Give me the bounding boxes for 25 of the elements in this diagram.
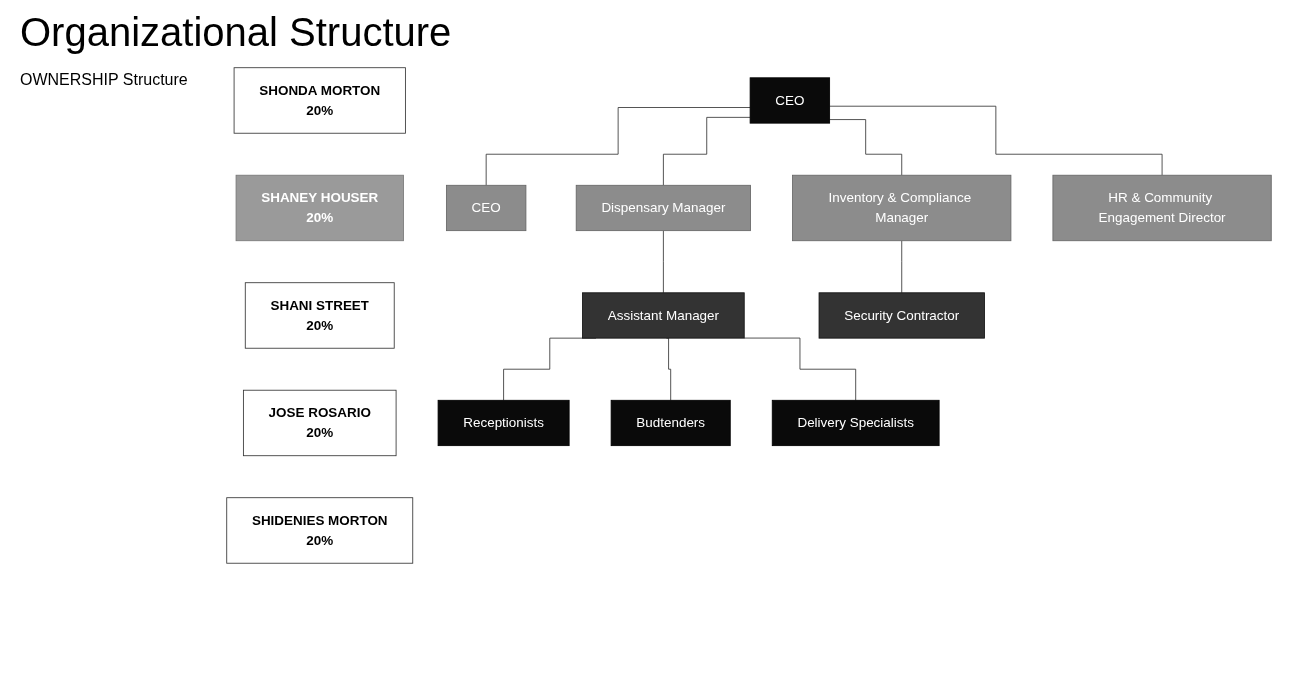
node-box: CEO: [749, 77, 831, 124]
node-box: Budtenders: [610, 399, 731, 447]
node-box: Security Contractor: [818, 292, 985, 339]
node-box: SHIDENIES MORTON 20%: [226, 497, 414, 564]
node-box: SHANI STREET 20%: [244, 282, 395, 349]
connector: [901, 240, 903, 294]
node-box: Assistant Manager: [582, 292, 745, 339]
connector: [829, 119, 903, 176]
node-box: JOSE ROSARIO 20%: [243, 389, 397, 457]
node-box: Delivery Specialists: [771, 399, 940, 447]
node-box: Receptionists: [437, 399, 570, 447]
heading-note: OWNERSHIP Structure: [20, 71, 189, 89]
connector: [662, 230, 664, 294]
node-box: Inventory & Compliance Manager: [792, 174, 1012, 242]
node-box: HR & Community Engagement Director: [1052, 174, 1272, 242]
node-box: CEO: [446, 184, 527, 232]
node-box: SHANEY HOUSER 20%: [235, 174, 404, 242]
node-box: SHONDA MORTON 20%: [233, 67, 406, 134]
connector: [485, 107, 751, 186]
connector: [662, 116, 751, 186]
connector: [829, 105, 1163, 176]
connector: [666, 337, 672, 401]
node-box: Dispensary Manager: [575, 184, 751, 232]
connector: [743, 337, 857, 401]
title: Organizational Structure: [20, 10, 453, 55]
